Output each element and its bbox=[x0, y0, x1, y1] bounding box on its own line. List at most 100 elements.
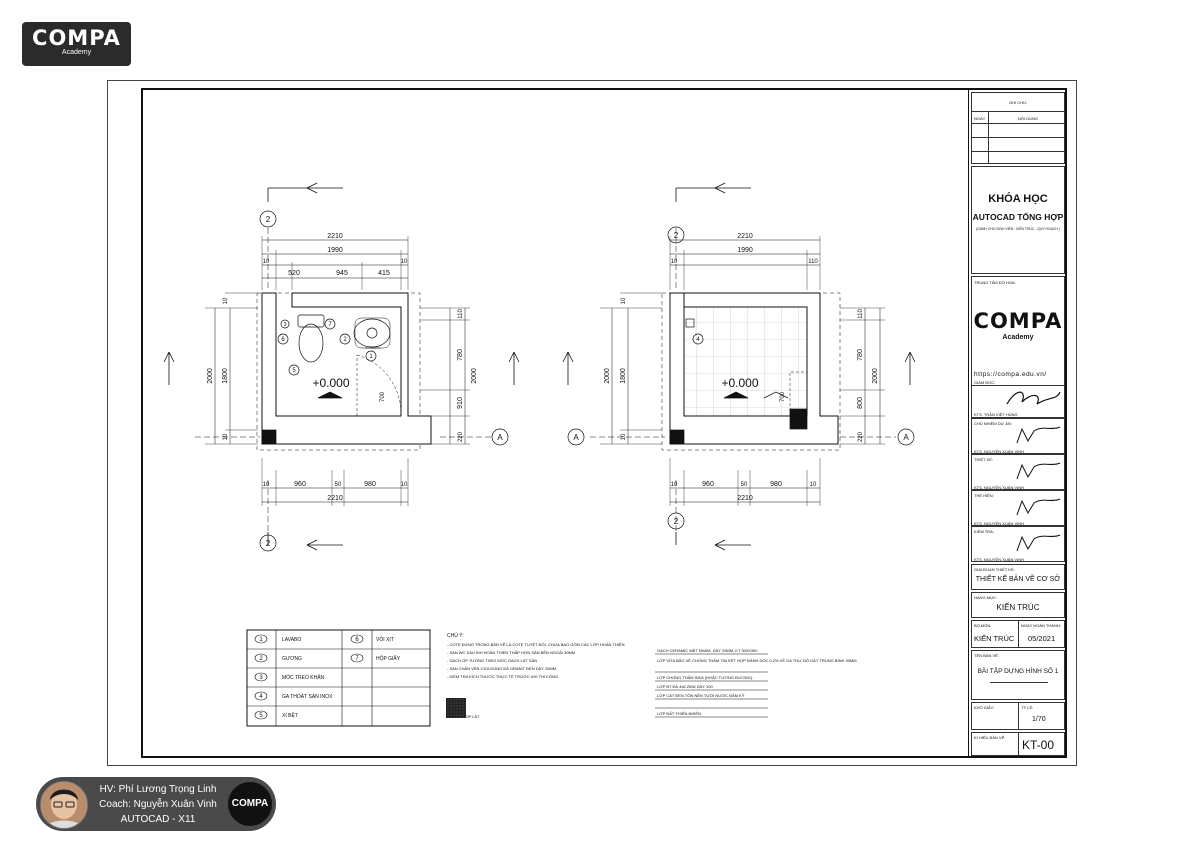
tb-notes: GHI CHÚ: NGÀY NỘI DUNG bbox=[971, 92, 1065, 164]
note-line: - COTE ĐỨNG TRONG BẢN VẼ LÀ COTE TUYỆT Đ… bbox=[447, 642, 625, 647]
hatch-label: MỐC ỐP LÁT bbox=[455, 714, 480, 719]
drawing-sheet bbox=[107, 80, 1077, 766]
dim-left-inner: 1800 bbox=[620, 368, 627, 384]
dim-bot-side-l: 10 bbox=[671, 482, 678, 488]
tb-drawing: TÊN BẢN VẼ: BÀI TẬP DỰNG HÌNH SỐ 1 bbox=[971, 650, 1065, 700]
tb-center: TRUNG TÂM ĐỒ HỌA: COMPA Academy https://… bbox=[971, 276, 1065, 386]
legend-num: 3 bbox=[259, 675, 263, 681]
signature-icon bbox=[1006, 391, 1061, 405]
dim-bot-part: 960 bbox=[702, 481, 714, 488]
dim-left-overall: 2000 bbox=[604, 368, 611, 384]
fixture-tag: 3 bbox=[284, 322, 287, 328]
tb-item-label: HẠNG MỤC: bbox=[974, 595, 997, 600]
tb-draw-name: KTS. NGUYỄN XUÂN VINH bbox=[974, 521, 1025, 526]
legend-label: GƯƠNG bbox=[282, 656, 302, 662]
compa-badge-logo: COMPA bbox=[228, 782, 272, 826]
legend-num: 5 bbox=[259, 713, 263, 719]
student-info: HV: Phí Lương Trọng Linh Coach: Nguyễn X… bbox=[94, 782, 222, 827]
right-plan bbox=[562, 182, 916, 551]
tb-col-date: NGÀY bbox=[974, 116, 986, 121]
axis-bubble-label: A bbox=[573, 433, 579, 442]
grid-bubble-label: 2 bbox=[266, 215, 271, 224]
tb-item-value: KIẾN TRÚC bbox=[996, 603, 1040, 612]
tb-director-label: GIÁM ĐỐC: bbox=[974, 380, 996, 385]
tb-center-sub: Academy bbox=[1002, 334, 1034, 341]
dim-top-part: 415 bbox=[378, 270, 390, 277]
tb-scale-value: 1/70 bbox=[1032, 716, 1046, 723]
tb-code-value: KT-00 bbox=[1022, 738, 1055, 752]
fixture-tag: 4 bbox=[696, 337, 700, 343]
tb-code: KÍ HIỆU BẢN VẼ: KT-00 bbox=[971, 732, 1065, 756]
hatch-swatch bbox=[446, 698, 466, 718]
tb-lead-name: KTS. NGUYỄN XUÂN VINH bbox=[974, 449, 1025, 454]
dim-top-overall: 2210 bbox=[737, 233, 753, 240]
tb-lead: CHỦ NHIỆM DỰ ÁN: KTS. NGUYỄN XUÂN VINH bbox=[971, 418, 1065, 454]
legend-label: VÒI XỊT bbox=[376, 636, 394, 643]
dim-bot-mid: 50 bbox=[335, 482, 342, 488]
legend-table bbox=[246, 629, 431, 727]
compa-logo: COMPA Academy bbox=[22, 22, 131, 66]
fixture-tag: 5 bbox=[292, 368, 296, 374]
dim-right-a: 110 bbox=[458, 309, 464, 319]
dim-bot-part: 980 bbox=[364, 481, 376, 488]
dim-left-bot: 10 bbox=[223, 433, 229, 440]
signature-icon bbox=[1016, 534, 1061, 552]
signature-icon bbox=[1016, 462, 1061, 480]
dim-bot-part: 980 bbox=[770, 481, 782, 488]
dim-right-c: 910 bbox=[457, 397, 464, 409]
class-code: AUTOCAD - X11 bbox=[120, 814, 196, 825]
dim-top-side-l: 10 bbox=[263, 259, 270, 265]
dim-right-overall: 2000 bbox=[471, 368, 478, 384]
tb-design-name: KTS. NGUYỄN XUÂN VINH bbox=[974, 485, 1025, 490]
grid-bubble-label: 2 bbox=[266, 539, 271, 548]
fixture-tag: 6 bbox=[281, 337, 285, 343]
note-line: - SÀN CHÂN VỀN CỬA DÙNG ĐÁ GRANIT ĐEN DÀ… bbox=[447, 666, 556, 671]
signature-icon bbox=[1016, 498, 1061, 516]
title-block: GHI CHÚ: NGÀY NỘI DUNG KHÓA HỌC AUTOCAD … bbox=[968, 90, 1067, 757]
tb-check: KIỂM TRA: KTS. NGUYỄN XUÂN VINH bbox=[971, 526, 1065, 562]
note-line: - KIỂM TRA KÍCH THƯỚC THỰC TẾ TRƯỚC KHI … bbox=[447, 674, 558, 679]
tb-scale-label: TỶ LỆ: bbox=[1021, 705, 1034, 710]
dim-bot-side-r: 10 bbox=[810, 482, 817, 488]
notes-block: CHÚ Ý: - COTE ĐỨNG TRONG BẢN VẼ LÀ COTE … bbox=[447, 632, 625, 719]
dim-left-top: 10 bbox=[621, 297, 627, 304]
tb-director-name: KTS. TRẦN VIỆT HÙNG bbox=[974, 412, 1018, 417]
tb-code-label: KÍ HIỆU BẢN VẼ: bbox=[974, 735, 1006, 740]
tb-dept-value: KIẾN TRÚC bbox=[974, 634, 1015, 643]
layer-line: LỚP BT ĐÁ 4x6 200# DÀY 100 bbox=[657, 684, 713, 689]
tb-dept-date: BỘ MÔN: KIẾN TRÚC NGÀY HOÀN THÀNH: 05/20… bbox=[971, 620, 1065, 648]
tb-check-name: KTS. NGUYỄN XUÂN VINH bbox=[974, 557, 1025, 562]
note-line: - SÀN WC SAU KHI HOÀN THIỆN THẤP HƠN SÀN… bbox=[447, 650, 575, 655]
legend-num: 2 bbox=[259, 656, 263, 662]
dim-top-part: 520 bbox=[288, 270, 300, 277]
grid-bubble-label: 2 bbox=[674, 231, 679, 240]
tb-course-title2: AUTOCAD TỔNG HỢP bbox=[972, 212, 1064, 222]
axis-bubble-label: A bbox=[903, 433, 909, 442]
tb-size-label: KHỔ GIẤY: bbox=[974, 705, 995, 710]
student-name: HV: Phí Lương Trọng Linh bbox=[99, 784, 217, 795]
tb-center-brand: COMPA bbox=[973, 309, 1063, 333]
fixture-tag: 7 bbox=[328, 322, 332, 328]
legend-num: 6 bbox=[355, 637, 359, 643]
tb-course: KHÓA HỌC AUTOCAD TỔNG HỢP (DÀNH CHO SINH… bbox=[971, 166, 1065, 274]
tb-check-label: KIỂM TRA: bbox=[974, 529, 994, 534]
dim-left-inner: 1800 bbox=[222, 368, 229, 384]
dim-top-side-r: 10 bbox=[401, 259, 408, 265]
tb-course-sub: (DÀNH CHO SINH VIÊN : KIẾN TRÚC - QUY HO… bbox=[976, 227, 1060, 231]
dim-bot-overall: 2210 bbox=[327, 495, 343, 502]
dim-top-side-l: 10 bbox=[671, 259, 678, 265]
layer-stack: GẠCH CERAMIC MẶT NHÁM, DÀY 20MM, KT 300X… bbox=[657, 648, 857, 716]
dim-bot-mid: 50 bbox=[741, 482, 748, 488]
door-width: 700 bbox=[380, 391, 386, 402]
tb-course-title1: KHÓA HỌC bbox=[988, 193, 1048, 205]
dim-right-d: 220 bbox=[458, 431, 464, 442]
dim-right-c: 800 bbox=[857, 397, 864, 409]
fixture-tag: 2 bbox=[343, 337, 347, 343]
dim-right-b: 780 bbox=[857, 349, 864, 361]
dim-right-overall: 2000 bbox=[872, 368, 879, 384]
dim-bot-side-r: 10 bbox=[401, 482, 408, 488]
legend-label: HỘP GIẤY bbox=[376, 655, 401, 662]
tb-director: GIÁM ĐỐC: KTS. TRẦN VIỆT HÙNG bbox=[971, 378, 1065, 418]
tb-notes-header: GHI CHÚ: bbox=[1009, 100, 1027, 105]
dim-top-inner: 1990 bbox=[327, 247, 343, 254]
